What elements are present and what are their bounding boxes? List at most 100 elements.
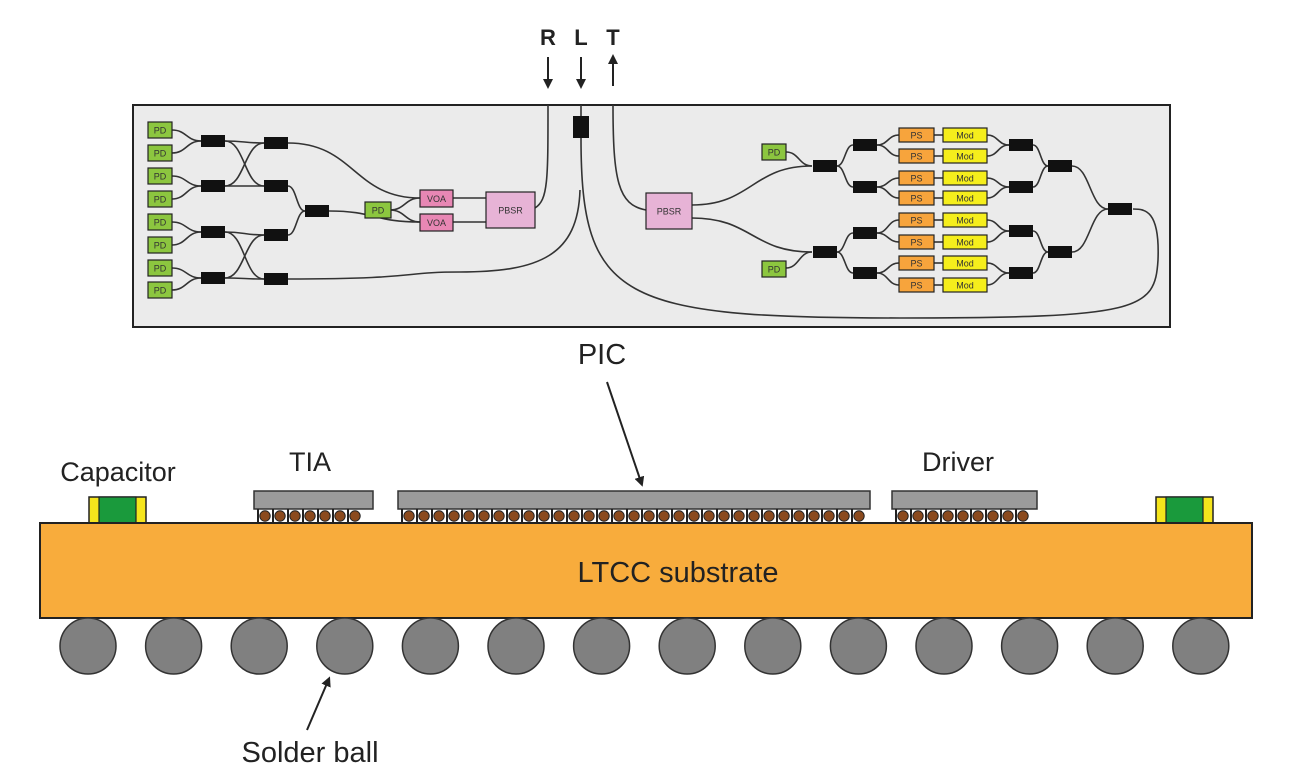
micro-bumps (257, 509, 1029, 523)
port-t-label: T (606, 25, 620, 50)
pd-monitor-label: PD (372, 206, 385, 216)
voa-top: VOA (419, 189, 454, 208)
modulator: Mod (942, 234, 988, 250)
pic-arrow (606, 381, 645, 487)
pd-detector: PD (147, 259, 173, 277)
coupler (264, 137, 288, 149)
coupler (1048, 160, 1072, 172)
tia-chip (253, 490, 374, 510)
driver-chip (891, 490, 1038, 510)
waveguide (986, 144, 1010, 157)
micro-bump (853, 510, 865, 522)
waveguide (876, 272, 900, 286)
micro-bump (598, 510, 610, 522)
voa-bottom-label: VOA (427, 218, 446, 228)
micro-bump (643, 510, 655, 522)
coupler (1009, 267, 1033, 279)
micro-bump (987, 510, 999, 522)
waveguide (836, 251, 854, 274)
coupler (1009, 225, 1033, 237)
solder-ball-label: Solder ball (241, 737, 378, 769)
pd-detector-label: PD (154, 149, 167, 159)
coupler (853, 227, 877, 239)
pbsr-rx: PBSR (485, 191, 536, 229)
micro-bump (718, 510, 730, 522)
phase-shifter-label: PS (910, 194, 922, 204)
phase-shifter-label: PS (910, 152, 922, 162)
solder-ball (744, 617, 802, 675)
waveguide (171, 185, 202, 200)
micro-bump (334, 510, 346, 522)
pd-detector-label: PD (154, 241, 167, 251)
phase-shifter-label: PS (910, 174, 922, 184)
waveguide (876, 186, 900, 199)
coupler (1009, 181, 1033, 193)
solder-balls (59, 617, 1230, 675)
solder-ball (572, 617, 631, 675)
pd-detector: PD (147, 121, 173, 139)
phase-shifter-label: PS (910, 216, 922, 226)
waveguide (1032, 251, 1049, 274)
micro-bump (1017, 510, 1029, 522)
phase-shifter-label: PS (910, 131, 922, 141)
waveguide (986, 272, 1010, 286)
micro-bump (972, 510, 984, 522)
pd-detector: PD (147, 281, 173, 299)
waveguide (785, 151, 813, 167)
waveguide (224, 142, 265, 187)
pbsr-tx-label: PBSR (657, 207, 682, 217)
pd-tx-monitor-top-label: PD (768, 148, 781, 158)
micro-bump (274, 510, 286, 522)
solder-ball (829, 617, 888, 675)
solder-ball (915, 617, 973, 675)
phase-shifter: PS (898, 170, 935, 186)
waveguide (1071, 165, 1109, 210)
coupler (1048, 246, 1072, 258)
phase-shifter: PS (898, 127, 935, 143)
micro-bump (613, 510, 625, 522)
micro-bump (927, 510, 939, 522)
micro-bump (259, 510, 271, 522)
coupler (201, 226, 225, 238)
coupler (201, 180, 225, 192)
micro-bump (688, 510, 700, 522)
solder-ball (59, 617, 117, 675)
solder-ball (1172, 617, 1230, 675)
micro-bump (912, 510, 924, 522)
micro-bump (808, 510, 820, 522)
micro-bump (568, 510, 580, 522)
capacitor-left (88, 496, 147, 524)
micro-bump (493, 510, 505, 522)
micro-bump (628, 510, 640, 522)
modulator-label: Mod (956, 281, 974, 291)
micro-bump (838, 510, 850, 522)
solder-ball (487, 617, 545, 675)
port-l-coupler (573, 116, 589, 138)
pd-detector-label: PD (154, 195, 167, 205)
coupler (853, 181, 877, 193)
waveguide (1071, 208, 1109, 253)
voa-top-label: VOA (427, 194, 446, 204)
modulator: Mod (942, 212, 988, 228)
waveguide (224, 277, 265, 280)
waveguide (534, 104, 549, 209)
waveguide (171, 140, 202, 154)
micro-bump (703, 510, 715, 522)
micro-bump (523, 510, 535, 522)
phase-shifter: PS (898, 234, 935, 250)
coupler (305, 205, 329, 217)
substrate-label: LTCC substrate (578, 557, 779, 589)
micro-bump (508, 510, 520, 522)
waveguide (836, 144, 854, 167)
tia-label: TIA (289, 447, 331, 477)
ltcc-substrate (39, 522, 1253, 619)
micro-bump (942, 510, 954, 522)
solder-ball (658, 617, 716, 675)
waveguide (287, 142, 421, 199)
solder-ball (144, 617, 203, 675)
coupler (264, 180, 288, 192)
modulator: Mod (942, 277, 988, 293)
pd-detector-label: PD (154, 286, 167, 296)
